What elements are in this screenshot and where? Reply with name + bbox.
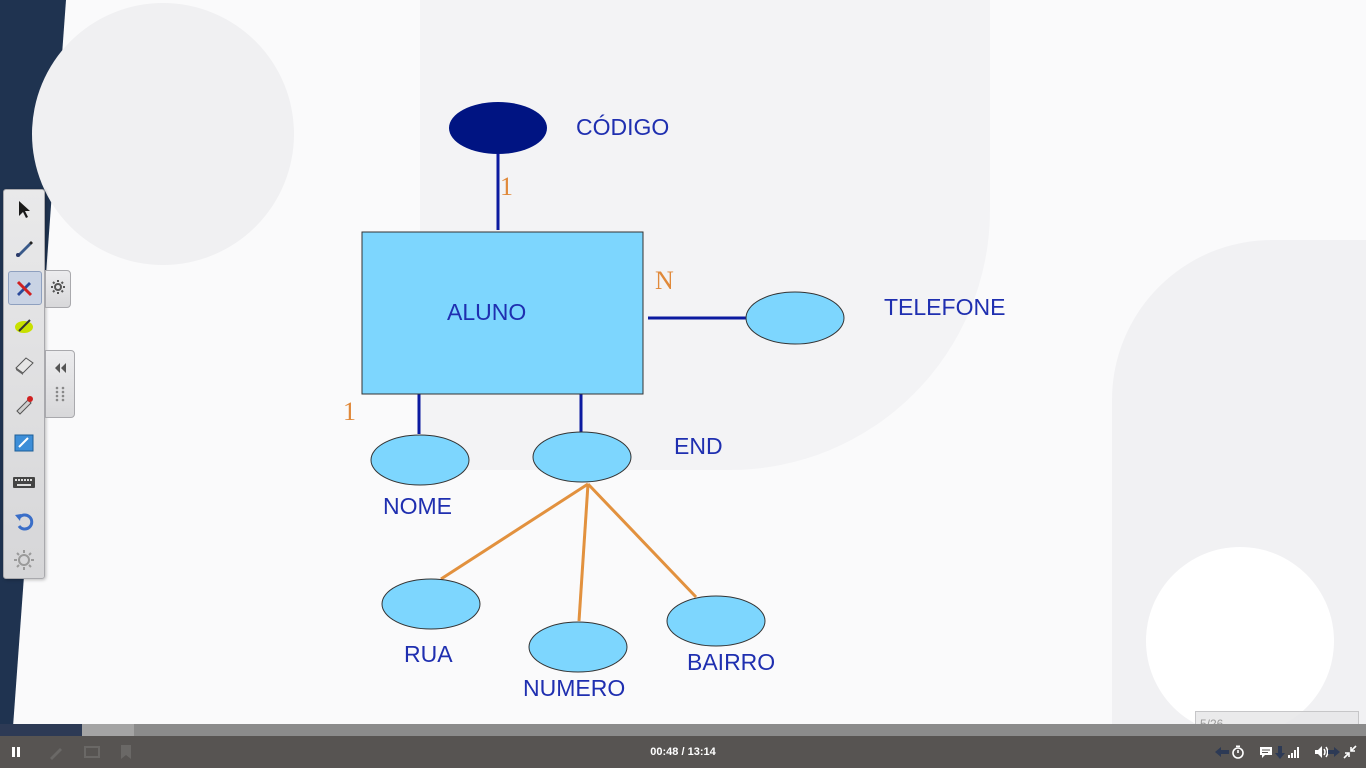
cardinality-nome: 1 [343, 397, 356, 426]
attribute-nome-label: NOME [383, 493, 452, 519]
pen-icon[interactable] [8, 232, 40, 264]
bookmark-icon[interactable] [114, 736, 138, 768]
slides-icon[interactable] [80, 736, 104, 768]
quality-icon[interactable] [1284, 736, 1304, 768]
forward-icon[interactable] [1326, 736, 1342, 768]
cardinality-codigo: 1 [500, 172, 513, 201]
undo-icon[interactable] [8, 505, 40, 537]
volume-icon[interactable] [1312, 736, 1332, 768]
select-icon[interactable] [8, 193, 40, 225]
entity-aluno-box [361, 231, 644, 395]
connector-rua [440, 482, 589, 581]
attribute-telefone-label: TELEFONE [884, 294, 1006, 320]
attribute-codigo-ellipse [449, 102, 547, 154]
progress-bar[interactable] [0, 724, 1366, 736]
exit-fullscreen-icon[interactable] [1340, 736, 1360, 768]
cardinality-telefone: N [655, 266, 674, 295]
timer-icon[interactable] [1228, 736, 1248, 768]
whiteboard-icon[interactable] [8, 427, 40, 459]
toolbar-collapse-tab[interactable] [45, 350, 75, 418]
attribute-codigo-label: CÓDIGO [576, 114, 670, 140]
keyboard-icon[interactable] [8, 466, 40, 498]
ink-pen-icon[interactable] [8, 271, 42, 305]
er-diagram [361, 102, 845, 673]
time-display: 00:48 / 13:14 [650, 746, 716, 758]
captions-icon[interactable] [1256, 736, 1276, 768]
attribute-rua-label: RUA [404, 641, 453, 667]
attribute-numero-label: NUMERO [523, 675, 626, 701]
attribute-telefone-ellipse [745, 291, 845, 345]
collapse-left-icon [53, 361, 67, 379]
draw-icon[interactable] [44, 736, 68, 768]
toolbar-settings-tab[interactable] [45, 270, 71, 308]
pause-button[interactable] [4, 736, 28, 768]
attribute-nome-ellipse [370, 434, 470, 486]
down-arrow-icon[interactable] [1272, 736, 1288, 768]
attribute-bairro-label: BAIRRO [687, 649, 776, 675]
connector-numero [577, 483, 590, 622]
back-icon[interactable] [1212, 736, 1232, 768]
connector-bairro [586, 482, 698, 599]
settings-sun-icon[interactable] [8, 544, 40, 576]
gear-icon [50, 279, 66, 300]
attribute-rua-ellipse [381, 578, 481, 630]
grip-icon [54, 385, 66, 408]
slide-area: ALUNO CÓDIGO TELEFONE NOME END RUA NUMER… [0, 0, 1334, 724]
attribute-end-label: END [674, 433, 723, 459]
entity-aluno-label: ALUNO [447, 299, 527, 325]
attribute-bairro-ellipse [666, 595, 766, 647]
background-circle-bottomright [1146, 547, 1334, 724]
laser-pointer-icon[interactable] [8, 388, 40, 420]
eraser-icon[interactable] [8, 349, 40, 381]
progress-fill [0, 724, 82, 736]
attribute-end-ellipse [532, 431, 632, 483]
attribute-numero-ellipse [528, 621, 628, 673]
player-control-bar: 00:48 / 13:14 [0, 736, 1366, 768]
highlighter-icon[interactable] [8, 310, 40, 342]
annotation-toolbar [3, 189, 45, 579]
background-circle-topleft [32, 3, 294, 265]
